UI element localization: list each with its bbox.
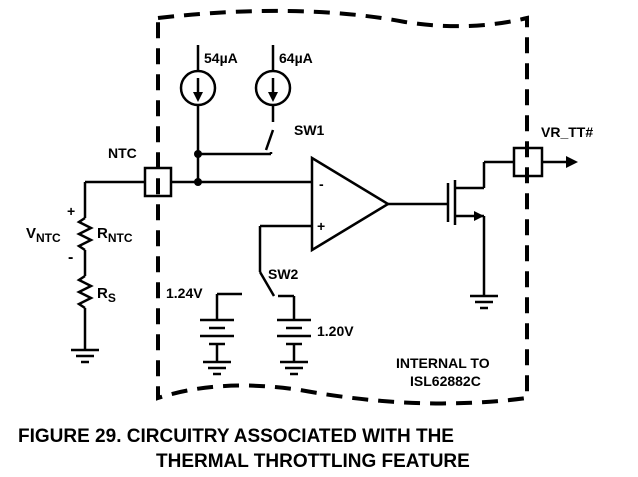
junction-dot	[194, 178, 202, 186]
opamp	[310, 155, 391, 253]
label-54ua: 54µA	[204, 50, 238, 66]
switch-sw1	[264, 129, 275, 151]
figure-caption: FIGURE 29. CIRCUITRY ASSOCIATED WITH THE…	[18, 424, 628, 474]
caption-line-1: FIGURE 29. CIRCUITRY ASSOCIATED WITH THE	[18, 426, 454, 447]
label-rs: RS	[97, 285, 116, 305]
resistor-rs	[76, 274, 94, 310]
label-internal-line2: ISL62882C	[410, 373, 481, 389]
caption-line-2: THERMAL THROTTLING FEATURE	[156, 451, 470, 472]
resistor-rntc	[76, 216, 94, 252]
label-sw1: SW1	[294, 122, 325, 138]
label-vntc-minus: -	[68, 249, 73, 266]
output-arrow	[566, 156, 578, 168]
label-sw2: SW2	[268, 266, 299, 282]
label-vntc: VNTC	[26, 225, 61, 245]
opamp-plus: +	[317, 218, 325, 234]
label-rntc: RNTC	[97, 225, 133, 245]
label-1-24v: 1.24V	[166, 285, 203, 301]
junction-dot	[194, 150, 202, 158]
label-64ua: 64µA	[279, 50, 313, 66]
label-internal-line1: INTERNAL TO	[396, 355, 490, 371]
label-vntc-plus: +	[67, 203, 75, 219]
label-vr-tt: VR_TT#	[541, 124, 593, 140]
opamp-minus: -	[319, 176, 324, 192]
switch-sw2	[258, 271, 276, 297]
internal-boundary	[156, 8, 529, 406]
label-ntc-pin: NTC	[108, 145, 137, 161]
circuit-diagram: 54µA 64µA SW1 NTC VR_TT# + - VNTC RNTC R…	[26, 8, 593, 406]
label-1-20v: 1.20V	[317, 323, 354, 339]
